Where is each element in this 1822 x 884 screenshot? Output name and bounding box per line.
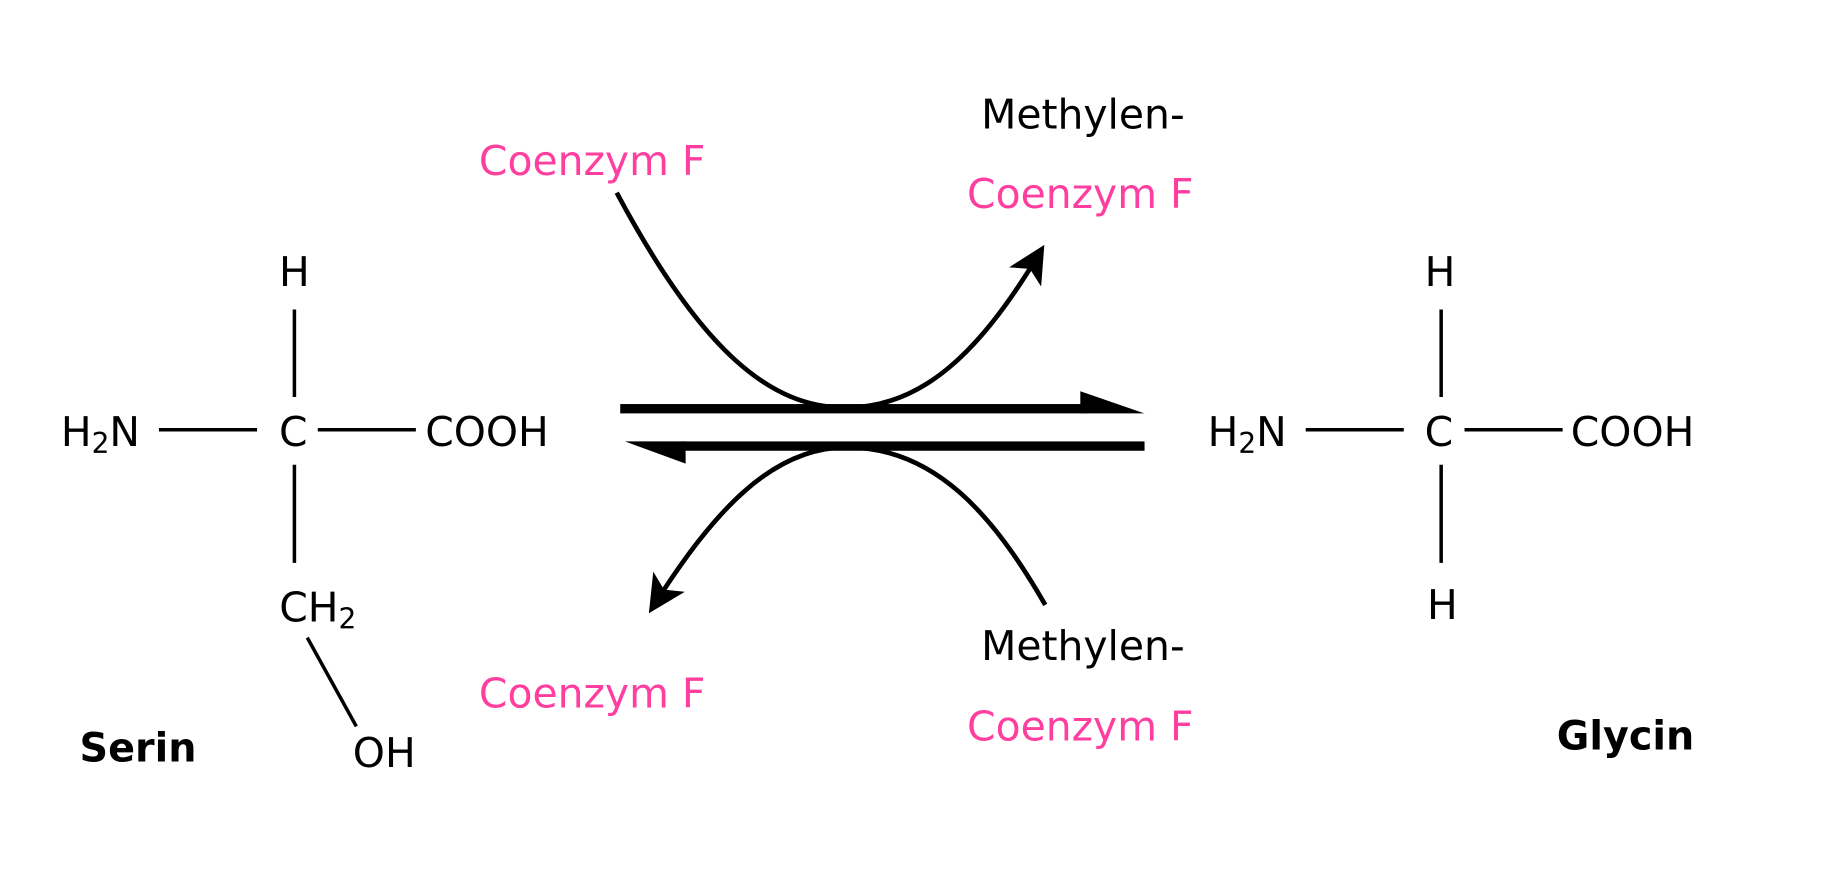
glycin-bottom-h: H [1427,581,1458,629]
glycin-top-h: H [1425,248,1456,296]
forward-substrate-coenzym-f: Coenzym F [479,137,705,185]
serin-amino-group: H2N [61,408,140,460]
equilibrium-arrows [614,191,1145,614]
forward-product-methylen: Methylen- [981,90,1185,138]
forward-arrow-head [1080,391,1145,414]
serin-ch2: CH2 [279,583,356,635]
reverse-product-coenzym-f: Coenzym F [479,670,705,718]
serin-hydroxyl: OH [353,729,416,777]
serin-label: Serin [80,725,197,771]
forward-product-coenzym-f: Coenzym F [967,170,1193,218]
glycin-amino-group: H2N [1208,408,1287,460]
glycin-structure: H H2N C COOH H Glycin [1208,248,1695,760]
serin-top-h: H [279,248,310,296]
serin-alpha-carbon: C [279,408,308,456]
reverse-cofactor-arrow [648,444,1048,614]
glycin-label: Glycin [1557,714,1694,760]
reverse-substrate-methylen: Methylen- [981,622,1185,670]
reverse-arrow-shaft [680,441,1145,451]
reverse-arrow-head [624,441,686,464]
serin-carboxyl: COOH [425,408,549,456]
forward-cofactor-arrow [614,191,1045,410]
glycin-carboxyl: COOH [1571,408,1695,456]
bond [305,636,358,728]
serin-structure: H H2N C COOH CH2 OH Serin [61,248,549,777]
reverse-substrate-coenzym-f: Coenzym F [967,702,1193,750]
glycin-alpha-carbon: C [1425,408,1454,456]
